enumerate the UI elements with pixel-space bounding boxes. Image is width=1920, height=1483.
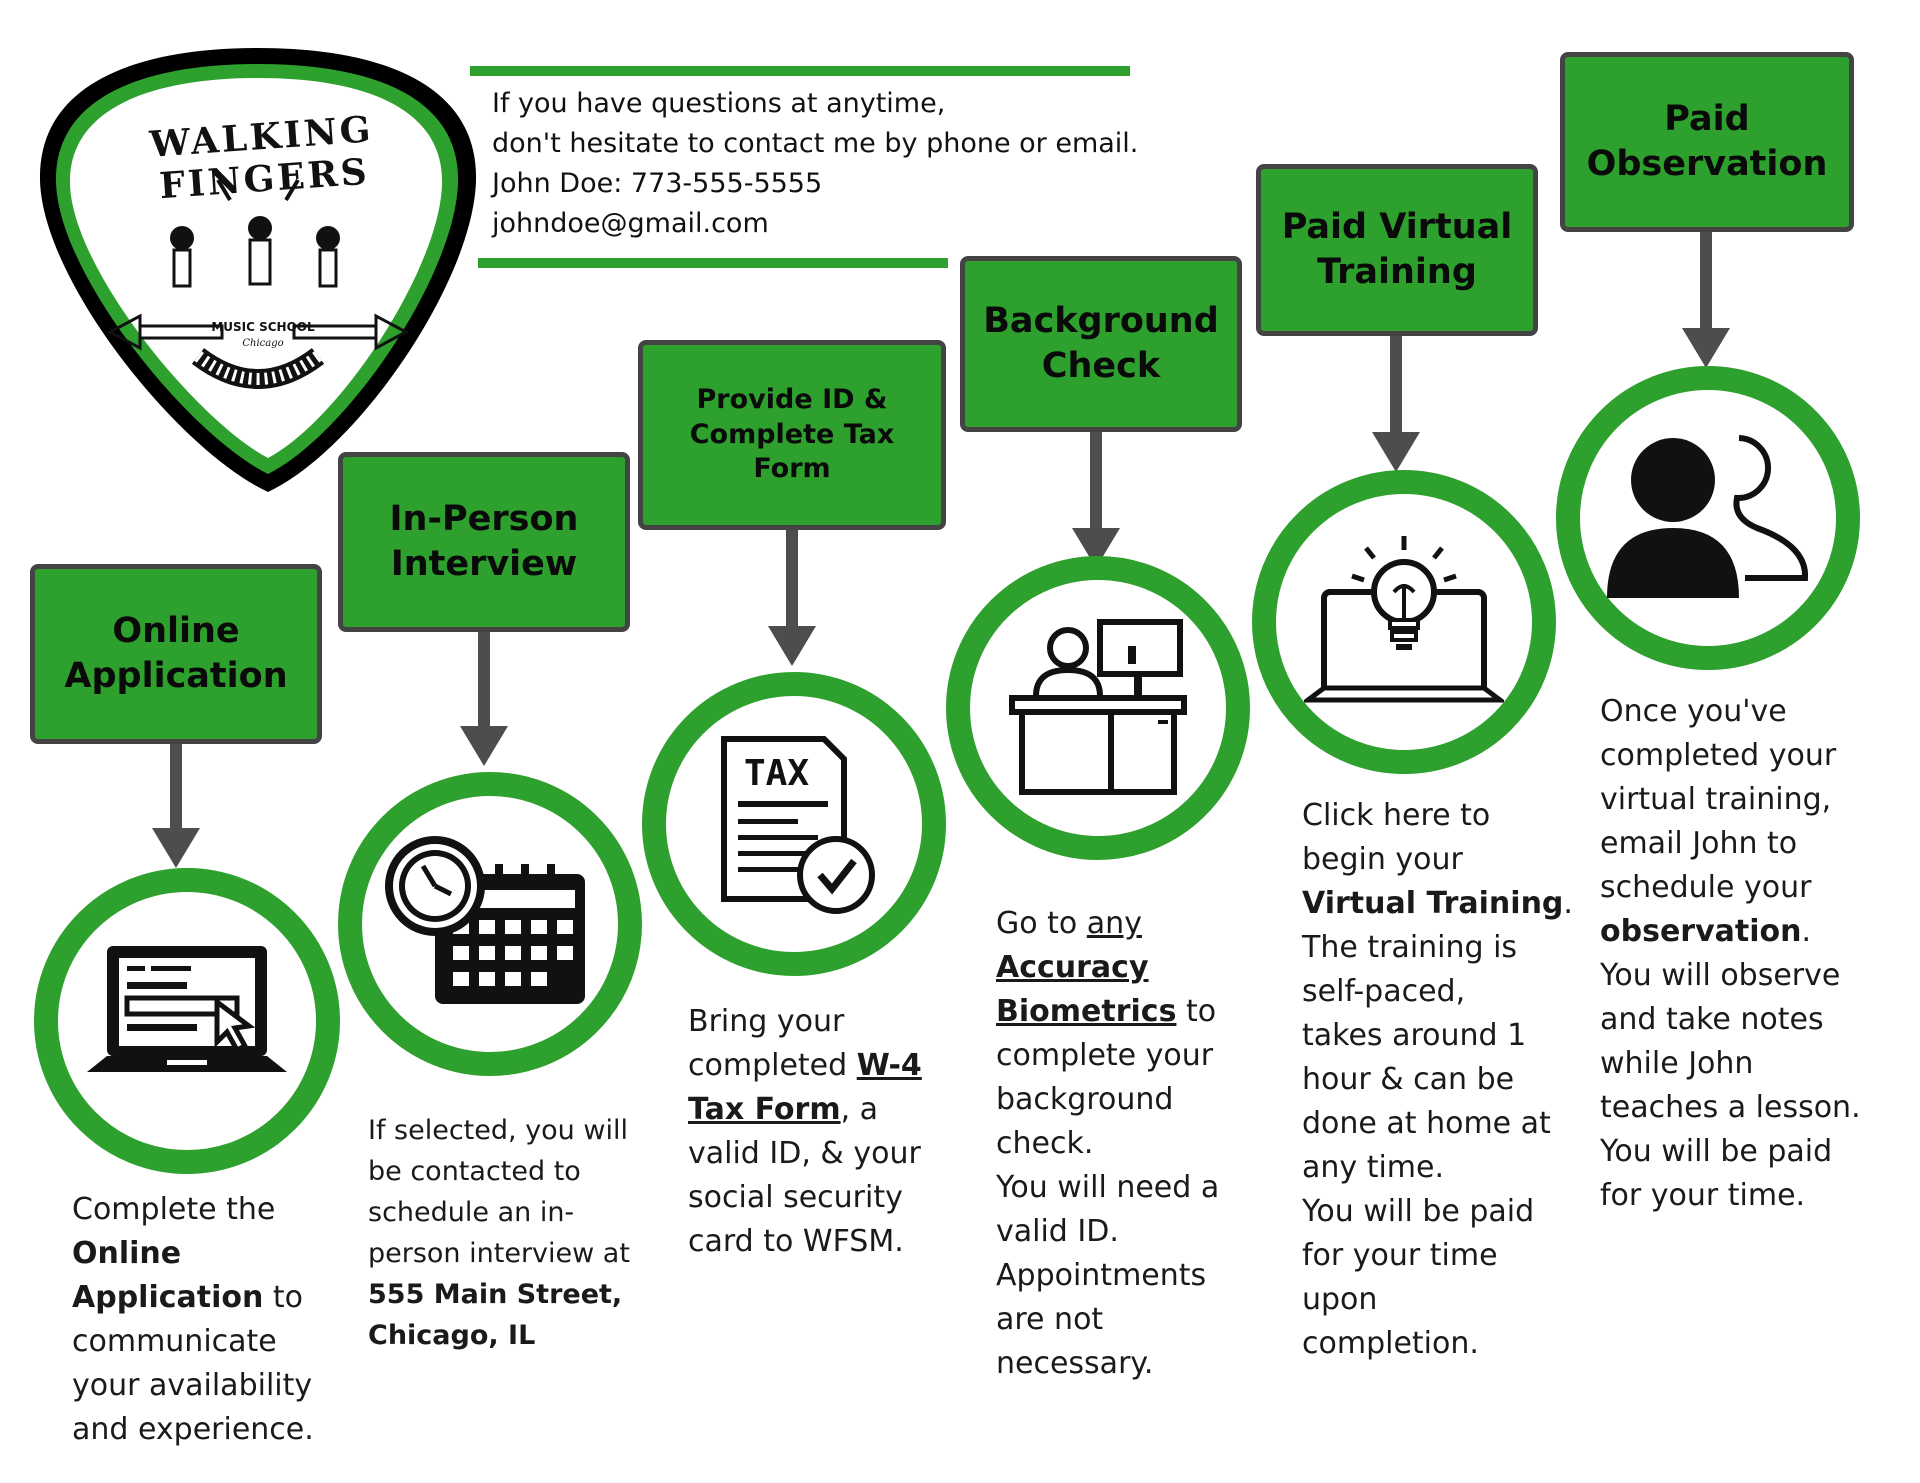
accuracy-link[interactable]: Accuracy <box>996 950 1149 985</box>
step-2-description: If selected, you will be contacted to sc… <box>368 1115 630 1351</box>
contact-line-1: If you have questions at anytime, <box>492 88 946 119</box>
contact-phone: John Doe: 773-555-5555 <box>492 168 823 199</box>
online-application-link[interactable]: Application <box>72 1280 264 1315</box>
logo: WALKING FINGERS MUSIC SCHOOL Chicago <box>28 30 488 500</box>
contact-line-2: don't hesitate to contact me by phone or… <box>492 128 1139 159</box>
contact-info: If you have questions at anytime, don't … <box>492 84 1138 244</box>
guitar-pick-logo-icon <box>39 48 477 492</box>
contact-email[interactable]: johndoe@gmail.com <box>492 208 769 239</box>
any-link[interactable]: any <box>1086 906 1142 941</box>
step-5-arrow <box>1372 336 1420 472</box>
tax-form-link[interactable]: Tax Form <box>688 1092 841 1127</box>
tax-form-check-icon: TAX <box>721 736 875 914</box>
person-at-desk-computer-icon <box>1009 619 1187 795</box>
step-5-description: Click here to begin your Virtual Trainin… <box>1302 798 1573 1361</box>
two-people-icon <box>1607 435 1809 598</box>
biometrics-link[interactable]: Biometrics <box>996 994 1177 1029</box>
step-1-arrow <box>152 744 200 868</box>
step-2-arrow <box>460 632 508 766</box>
logo-city-text: Chicago <box>242 338 284 349</box>
step-5-circle <box>1252 470 1556 774</box>
step-6-circle <box>1556 366 1860 670</box>
step-1-description: Complete the Online Application to commu… <box>72 1192 314 1447</box>
calendar-clock-icon <box>385 836 585 1004</box>
step-4-arrow <box>1072 432 1120 568</box>
contact-bottom-line <box>478 258 948 268</box>
laptop-cursor-icon <box>87 946 287 1072</box>
step-4-description: Go to any Accuracy Biometrics to complet… <box>996 906 1220 1381</box>
laptop-lightbulb-icon <box>1304 536 1504 703</box>
step-6-description: Once you've completed your virtual train… <box>1600 694 1861 1213</box>
step-3-description: Bring your completed W-4 Tax Form, a val… <box>688 1004 922 1259</box>
step-3-circle: TAX <box>642 672 946 976</box>
contact-top-line <box>470 66 1130 76</box>
step-6-arrow <box>1682 232 1730 368</box>
virtual-training-link[interactable]: Virtual Training <box>1302 886 1564 921</box>
logo-subtitle-text: MUSIC SCHOOL <box>211 320 315 334</box>
tax-label: TAX <box>744 753 809 794</box>
step-3-arrow <box>768 530 816 666</box>
step-1-circle <box>34 868 340 1174</box>
step-2-circle <box>338 772 642 1076</box>
w4-link[interactable]: W-4 <box>856 1048 922 1083</box>
step-4-circle <box>946 556 1250 860</box>
